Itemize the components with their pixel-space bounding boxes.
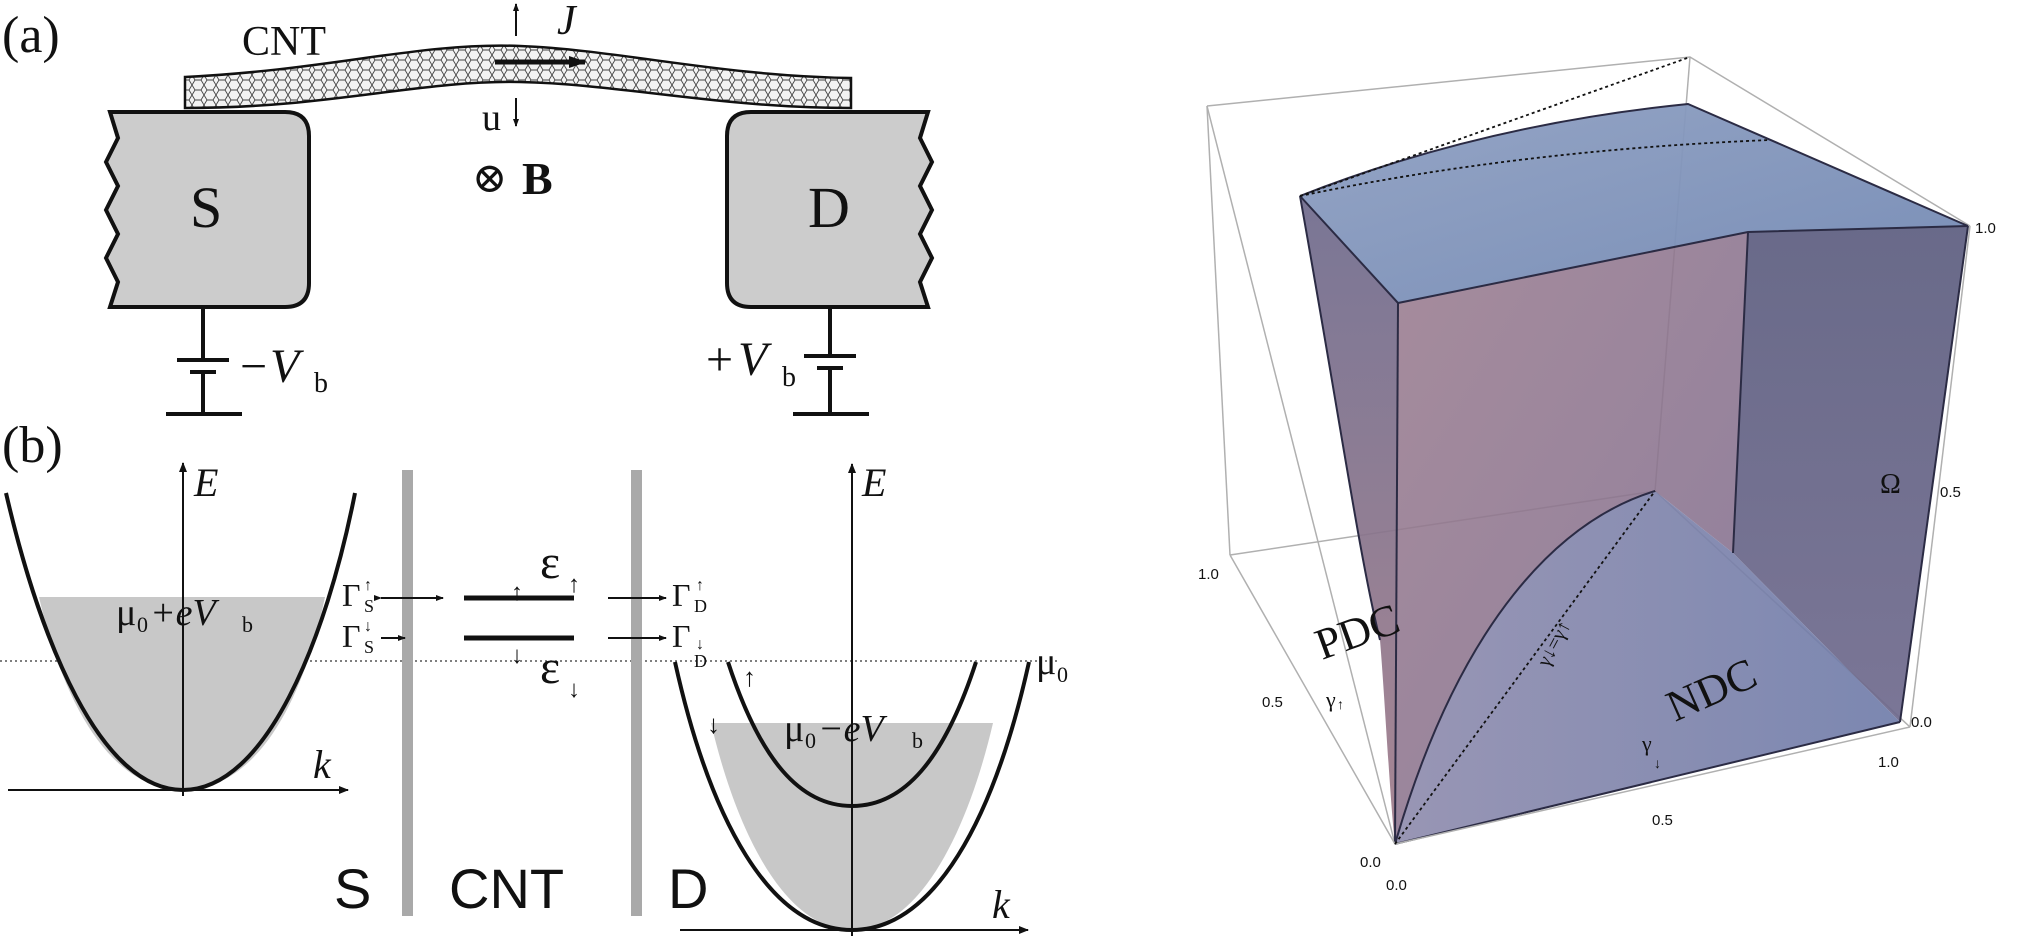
dot-level-down-spin: ↓: [511, 643, 523, 669]
source-fermi-rest-sub: b: [242, 612, 253, 637]
eps-down-label: ε: [540, 641, 560, 694]
panel-3d: Ω γ ↑ γ ↓ γ↓=γ↑ PDC NDC 0.0 0.5 1.0 0.0 …: [1198, 56, 1996, 894]
panel-a-label: (a): [2, 7, 60, 64]
drain-bias-subscript: b: [782, 362, 796, 393]
source-bias-symbol: V: [270, 340, 304, 393]
front-surface: [1395, 232, 1748, 844]
dot-level-up-spin: ↑: [511, 580, 523, 606]
gamma-d-up-spin: ↑: [696, 577, 704, 594]
region-drain-label: D: [668, 857, 708, 920]
drain-band-down-marker: ↓: [707, 710, 720, 739]
source-barrier: [402, 470, 413, 916]
gamma-s-down: Γ: [342, 618, 361, 654]
field-label: B: [522, 153, 553, 204]
mu0-label-sub: 0: [1057, 662, 1068, 687]
drain-fermi-mu-sub: 0: [805, 728, 816, 753]
gamma-up-tick-2: 1.0: [1198, 566, 1219, 583]
gamma-s-up: Γ: [342, 577, 361, 613]
drain-electrode: [725, 110, 935, 309]
region-cnt-label: CNT: [449, 857, 564, 920]
gamma-down-tick-1: 0.5: [1652, 812, 1673, 829]
omega-tick-1: 0.5: [1940, 484, 1961, 501]
gamma-s-up-spin: ↑: [364, 577, 372, 594]
gamma-down-tick-0: 0.0: [1386, 877, 1407, 894]
gamma-up-tick-1: 0.5: [1262, 694, 1283, 711]
gamma-up-axis-label: γ: [1325, 687, 1336, 712]
drain-barrier: [631, 470, 642, 916]
omega-tick-0: 0.0: [1911, 714, 1932, 731]
field-symbol: ⊗: [472, 156, 507, 202]
eps-down-spin: ↓: [568, 677, 580, 703]
displacement-label: u: [482, 97, 501, 139]
right-surface: [1733, 226, 1968, 722]
eps-up-label: ε: [540, 536, 560, 589]
source-electrode: [103, 110, 311, 309]
source-energy-axis-label: E: [193, 460, 218, 505]
source-fermi-rest: +eV: [150, 592, 220, 634]
panel-b-label: (b): [2, 417, 63, 474]
eps-up-spin: ↑: [568, 572, 580, 598]
drain-band-up-marker: ↑: [743, 663, 756, 692]
gamma-up-axis-spin: ↑: [1337, 698, 1344, 713]
drain-electrode-label: D: [808, 175, 850, 240]
source-fermi-mu-sub: 0: [137, 612, 148, 637]
gamma-d-up-sub: D: [694, 596, 707, 616]
gamma-s-down-spin: ↓: [364, 618, 372, 635]
drain-battery: [793, 307, 869, 416]
drain-fermi-rest: −eV: [818, 708, 888, 750]
source-battery: [166, 307, 242, 416]
gamma-s-down-sub: S: [364, 637, 374, 657]
panel-a: (a) S D CNT J u ⊗ B − V b: [2, 0, 935, 416]
drain-energy-axis-label: E: [861, 460, 886, 505]
omega-tick-2: 1.0: [1975, 220, 1996, 237]
gamma-d-down: Γ: [672, 618, 691, 654]
drain-bias-sign: +: [706, 333, 733, 386]
mu0-label: μ: [1036, 641, 1056, 683]
drain-fermi-rest-sub: b: [912, 728, 923, 753]
diagonal-dotted-lines: [1299, 56, 1771, 845]
source-fermi-mu: μ: [116, 592, 136, 634]
gamma-s-up-sub: S: [364, 596, 374, 616]
ndc-surface: [1395, 491, 1900, 844]
gamma-down-axis-label: γ: [1641, 731, 1652, 756]
drain-bias-symbol: V: [738, 333, 772, 386]
gamma-d-down-spin: ↓: [696, 636, 704, 653]
cnt-label: CNT: [242, 19, 326, 65]
panel-b: (b) E k μ 0 +eV b Γ S ↑ Γ S ↓ ↑ ↓ ε ↑ ε: [0, 417, 1068, 936]
pdc-surface: [1300, 196, 1398, 844]
gamma-up-tick-0: 0.0: [1360, 854, 1381, 871]
carbon-nanotube: [183, 44, 853, 110]
source-bias-sign: −: [240, 340, 267, 393]
source-momentum-axis-label: k: [313, 742, 332, 787]
region-source-label: S: [334, 857, 371, 920]
current-label: J: [557, 0, 578, 44]
gamma-d-down-sub: D: [694, 651, 707, 671]
gamma-d-up: Γ: [672, 577, 691, 613]
drain-fermi-mu: μ: [784, 708, 804, 750]
gamma-down-tick-2: 1.0: [1878, 754, 1899, 771]
drain-momentum-axis-label: k: [992, 882, 1011, 927]
omega-axis-label: Ω: [1880, 469, 1901, 500]
gamma-down-axis-spin: ↓: [1654, 757, 1661, 772]
source-bias-subscript: b: [314, 368, 328, 399]
source-electrode-label: S: [190, 175, 222, 240]
